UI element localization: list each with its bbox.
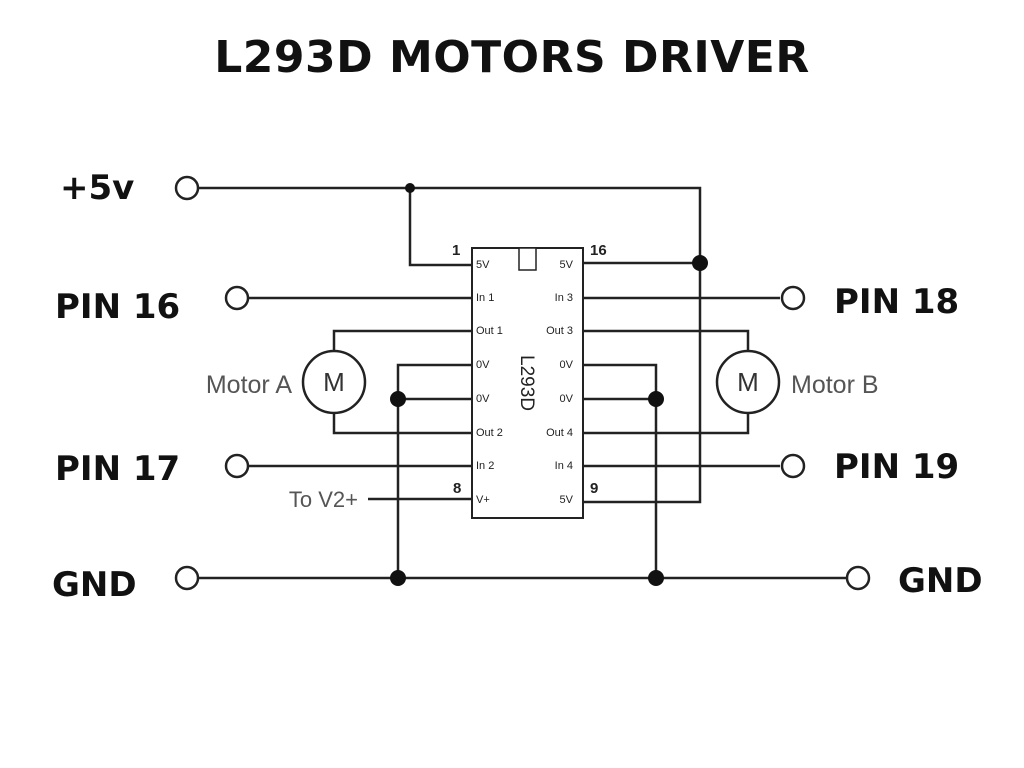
chip-name: L293D [516, 355, 537, 411]
junctions [390, 183, 708, 586]
junction-dot [390, 391, 406, 407]
chip-notch [518, 247, 537, 271]
chip-pin-label: 0V [560, 393, 574, 405]
chip-pin-label: 0V [476, 359, 490, 371]
junction-dot [648, 391, 664, 407]
junction-dot [692, 255, 708, 271]
motor-b-symbol [715, 349, 781, 415]
pin-number-16: 16 [590, 242, 607, 259]
motor-a-letter: M [323, 367, 345, 397]
pin19-label: PIN 19 [834, 447, 959, 487]
pin-number-9: 9 [590, 480, 598, 497]
to-v2-label: To V2+ [289, 487, 358, 512]
chip-pin-label: 5V [560, 494, 574, 506]
wires [198, 186, 846, 580]
motor-b-label: Motor B [791, 371, 879, 399]
motor-b-letter: M [737, 367, 759, 397]
motor-b-bottom-wire [583, 413, 750, 435]
chip-pin-label: 0V [476, 393, 490, 405]
vcc-wire [198, 186, 702, 504]
motor-b-top-wire [583, 329, 750, 350]
motor-b: M Motor B [715, 349, 879, 415]
pin16-label: PIN 16 [55, 287, 180, 327]
motor-a-top-wire [332, 329, 472, 350]
zero-v-right-wire [583, 363, 658, 578]
chip-pin-label: Out 4 [546, 427, 573, 439]
chip-pin-label: 0V [560, 359, 574, 371]
gnd-left-terminal [174, 565, 200, 591]
chip-pin-label: Out 3 [546, 325, 573, 337]
chip-pin-label: 5V [560, 259, 574, 271]
chip-pin-label: In 1 [476, 292, 494, 304]
pin17-terminal [224, 453, 250, 479]
motor-a-symbol [301, 349, 367, 415]
terminals [174, 175, 871, 591]
pin-number-8: 8 [453, 480, 461, 497]
chip-pin-label: In 3 [555, 292, 573, 304]
l293d-chip: 1 16 8 9 5V In 1 Out 1 0V 0V Out 2 In 2 … [452, 242, 607, 519]
motor-a: M Motor A [206, 349, 367, 415]
gnd-right-label: GND [898, 561, 983, 601]
pin16-terminal [224, 285, 250, 311]
motor-a-bottom-wire [332, 413, 472, 435]
chip-pin-label: 5V [476, 259, 490, 271]
junction-dot [648, 570, 664, 586]
chip-pin-label: In 4 [555, 460, 573, 472]
chip-pin-label: Out 1 [476, 325, 503, 337]
vcc-to-pin1-wire [408, 188, 472, 267]
chip-body [471, 247, 584, 519]
gnd-right-terminal [845, 565, 871, 591]
gnd-left-label: GND [52, 565, 137, 605]
vcc-label: +5v [60, 168, 134, 208]
chip-pin-label: V+ [476, 494, 490, 506]
pin18-terminal [780, 285, 806, 311]
diagram-title: L293D MOTORS DRIVER [214, 32, 810, 83]
motor-a-label: Motor A [206, 371, 292, 399]
pin19-terminal [780, 453, 806, 479]
junction-dot [405, 183, 415, 193]
vcc-terminal [174, 175, 200, 201]
chip-pin-label: Out 2 [476, 427, 503, 439]
pin-number-1: 1 [452, 242, 460, 259]
zero-v-left-wire [396, 363, 472, 578]
pin17-label: PIN 17 [55, 449, 180, 489]
pin18-label: PIN 18 [834, 282, 959, 322]
junction-dot [390, 570, 406, 586]
chip-pin-label: In 2 [476, 460, 494, 472]
